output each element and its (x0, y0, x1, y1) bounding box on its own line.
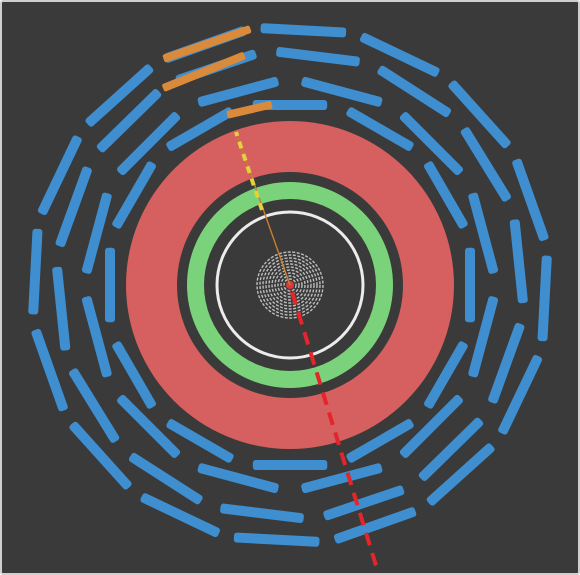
muon-chamber (37, 135, 82, 216)
tracker-layer (280, 275, 300, 295)
muon-chamber (69, 368, 120, 443)
red-dashed-track (290, 291, 380, 573)
muon-chamber (426, 443, 495, 506)
tracker-layer (262, 257, 318, 313)
muon-chamber (346, 419, 414, 463)
muon-chamber (85, 64, 154, 127)
muon-chamber (323, 485, 405, 521)
tracker-layer (283, 278, 297, 292)
muon-chamber (488, 322, 525, 404)
muon-chamber (377, 65, 452, 118)
muon-chamber (468, 192, 499, 274)
muon-chamber (424, 161, 468, 229)
muon-chamber (81, 296, 112, 378)
muon-chamber (276, 46, 360, 67)
muon-chamber (197, 463, 279, 494)
inner-tracker (256, 251, 324, 319)
muon-chamber (359, 32, 440, 77)
muon-chamber (166, 107, 234, 151)
tracker-layer (265, 260, 315, 310)
muon-chamber (31, 328, 68, 412)
muon-chamber (140, 493, 221, 538)
muon-chamber (166, 419, 234, 463)
muon-chamber (301, 463, 383, 494)
muon-system (28, 23, 552, 547)
tracker-layer (259, 254, 321, 316)
muon-chamber (346, 107, 414, 151)
tracker-layer (277, 272, 303, 298)
tracker-layer (274, 269, 306, 301)
muon-chamber (81, 192, 112, 274)
muon-chamber (252, 460, 328, 470)
muon-hit (226, 100, 273, 119)
tracker-layer (268, 263, 312, 307)
muon-chamber (117, 112, 181, 176)
muon-chamber (399, 394, 463, 458)
muon-chamber (105, 247, 115, 323)
muon-chamber (424, 341, 468, 409)
muon-chamber (399, 112, 463, 176)
tracker-layer (256, 251, 324, 319)
muon-chamber (460, 127, 511, 202)
solenoid-ring (215, 210, 365, 360)
muon-chamber (52, 266, 71, 351)
muon-chamber (537, 255, 552, 342)
muon-chamber (117, 394, 181, 458)
muon-chamber (220, 503, 304, 524)
charged-track-line (237, 137, 291, 286)
muon-chamber (69, 421, 132, 490)
muon-chamber (465, 247, 475, 323)
muon-chamber (112, 161, 156, 229)
muon-chamber (197, 76, 279, 107)
particle-tracks (234, 131, 380, 573)
muon-chamber (509, 219, 528, 304)
muon-hit (162, 25, 252, 63)
muon-chamber (333, 507, 417, 544)
muon-chamber (260, 23, 347, 38)
muon-chamber (55, 166, 92, 248)
muon-chamber (301, 76, 383, 107)
muon-chamber (448, 80, 511, 149)
muon-hit (162, 52, 246, 92)
muon-chamber (512, 158, 549, 242)
yellow-dashed-track (234, 131, 264, 211)
muon-chamber (96, 89, 162, 153)
tracker-layer (271, 266, 309, 304)
muon-chamber (498, 354, 543, 435)
muon-chamber (28, 228, 43, 315)
muon-chamber (418, 417, 484, 481)
muon-chamber (128, 452, 203, 505)
muon-chamber (233, 532, 320, 547)
muon-chamber (468, 296, 499, 378)
muon-chamber (112, 341, 156, 409)
muon-hits (162, 25, 273, 119)
